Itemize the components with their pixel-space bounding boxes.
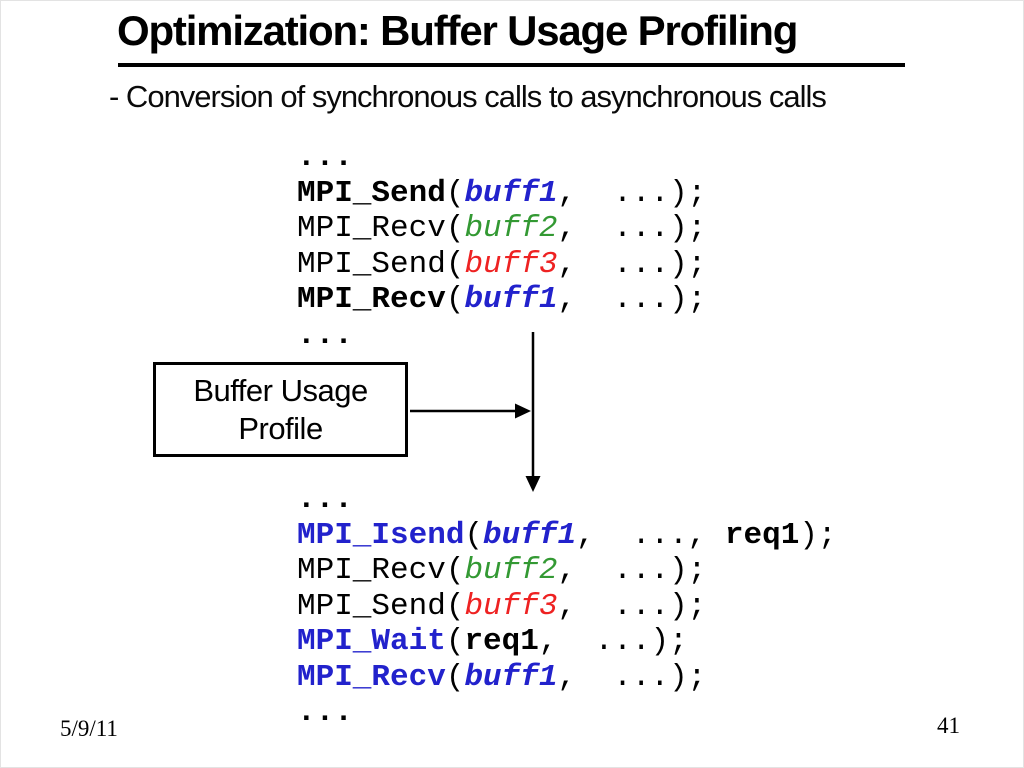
buffer-usage-profile-label-line2: Profile	[238, 410, 323, 446]
code-line: MPI_Recv(buff2, ...);	[297, 211, 706, 247]
code-segment: MPI_Wait	[297, 624, 446, 659]
code-segment: (	[445, 588, 465, 624]
code-segment: MPI_Recv	[297, 659, 446, 695]
code-segment: buff1	[483, 517, 577, 553]
code-segment: , ...);	[557, 282, 707, 317]
code-line: MPI_Send(buff1, ...);	[297, 176, 706, 212]
code-block-asynchronous: ...MPI_Isend(buff1, ..., req1);MPI_Recv(…	[297, 482, 837, 731]
footer-page-number: 41	[937, 713, 960, 738]
code-segment: MPI_Recv	[297, 553, 446, 588]
code-segment: ...	[297, 140, 353, 175]
code-segment: , ...);	[557, 175, 707, 211]
code-segment: (	[445, 659, 465, 695]
title-underline-rule	[118, 63, 905, 67]
code-segment: , ...);	[538, 624, 688, 659]
code-segment: buff1	[464, 659, 558, 695]
code-segment: , ...);	[557, 553, 707, 588]
code-segment: MPI_Recv	[297, 282, 446, 317]
code-segment: ...	[297, 695, 353, 730]
code-segment: buff3	[464, 588, 558, 624]
code-segment: buff3	[464, 246, 558, 282]
code-segment: MPI_Send	[297, 588, 446, 624]
code-segment: ...	[297, 317, 353, 353]
code-segment: (	[445, 246, 465, 282]
code-segment: buff2	[464, 553, 558, 588]
buffer-usage-profile-box: Buffer Usage Profile	[153, 362, 408, 457]
code-line: MPI_Send(buff3, ...);	[297, 589, 837, 625]
code-line: ...	[297, 695, 837, 731]
code-block-synchronous: ...MPI_Send(buff1, ...);MPI_Recv(buff2, …	[297, 140, 706, 353]
code-line: MPI_Isend(buff1, ..., req1);	[297, 518, 837, 554]
code-line: MPI_Send(buff3, ...);	[297, 247, 706, 283]
code-segment: , ...);	[557, 659, 707, 695]
code-segment: , ...);	[557, 211, 707, 246]
code-segment: MPI_Send	[297, 175, 446, 211]
code-line: ...	[297, 318, 706, 354]
code-segment: (	[445, 211, 465, 246]
code-segment: req1	[464, 624, 539, 659]
code-line: ...	[297, 140, 706, 176]
code-segment: buff2	[464, 211, 558, 246]
code-segment: buff1	[464, 175, 558, 211]
code-segment: MPI_Isend	[297, 517, 465, 553]
code-line: ...	[297, 482, 837, 518]
code-segment: (	[445, 282, 465, 317]
code-line: MPI_Recv(buff2, ...);	[297, 553, 837, 589]
code-segment: buff1	[464, 282, 558, 317]
footer-date: 5/9/11	[60, 716, 118, 741]
code-segment: MPI_Send	[297, 246, 446, 282]
code-segment: (	[445, 553, 465, 588]
code-segment: );	[799, 517, 837, 553]
code-line: MPI_Recv(buff1, ...);	[297, 660, 837, 696]
code-segment: MPI_Recv	[297, 211, 446, 246]
buffer-usage-profile-label-line1: Buffer Usage	[193, 372, 368, 408]
code-segment: (	[464, 517, 484, 553]
code-line: MPI_Recv(buff1, ...);	[297, 282, 706, 318]
code-segment: (	[445, 624, 465, 659]
code-segment: , ...);	[557, 246, 707, 282]
slide-subtitle: - Conversion of synchronous calls to asy…	[109, 79, 827, 114]
slide-title: Optimization: Buffer Usage Profiling	[117, 7, 798, 54]
code-segment: (	[445, 175, 465, 211]
code-segment: ...	[297, 482, 353, 517]
code-line: MPI_Wait(req1, ...);	[297, 624, 837, 660]
code-segment: , ...);	[557, 588, 707, 624]
code-segment: req1	[724, 517, 800, 553]
code-segment: , ...,	[576, 517, 725, 553]
